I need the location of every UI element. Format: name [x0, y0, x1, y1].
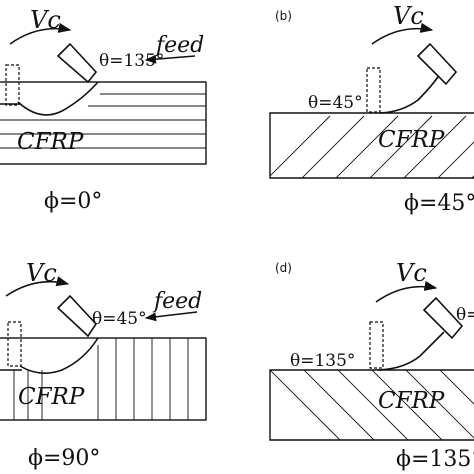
phi-label-d: ϕ=135° [396, 447, 474, 472]
vc-label-c: Vc [26, 259, 57, 287]
dashed-tool-b [366, 67, 381, 113]
workpiece-c [0, 337, 207, 421]
cutting-tool-d [422, 296, 464, 340]
chip-curve-d [377, 331, 445, 371]
panel-c: Vc θ=45° feed CFRP ϕ=90° [0, 259, 207, 471]
panel-a: Vc θ=135° feed CFRP ϕ=0° [0, 6, 207, 214]
angle-label-b: θ=45° [308, 93, 363, 113]
dashed-tool-d [369, 321, 384, 369]
dashed-tool-c [7, 321, 22, 367]
feed-arrow-a [144, 54, 196, 64]
vc-arrow-a [9, 22, 72, 45]
fiber-lines-a [0, 93, 206, 149]
vc-label-b: Vc [393, 2, 424, 30]
fiber-lines-c [13, 338, 189, 420]
feed-arrow-c [144, 311, 198, 322]
feed-label-a: feed [154, 33, 204, 58]
fiber-lines-d [270, 370, 474, 440]
panel-label-d: (d) [275, 261, 292, 275]
vc-arrow-d [375, 280, 438, 303]
cutting-tool-c [56, 294, 98, 338]
material-label-a: CFRP [17, 129, 84, 155]
cutting-tool-b [416, 42, 458, 86]
vc-label-d: Vc [396, 259, 427, 287]
chip-curve-a [17, 81, 99, 116]
vc-label-a: Vc [30, 6, 61, 34]
workpiece-d [269, 369, 474, 441]
angle-label-d-partial: θ= [456, 305, 474, 325]
vc-arrow-c [5, 276, 70, 297]
chip-curve-b [379, 73, 441, 114]
cutting-tool-a [56, 42, 98, 84]
material-label-d: CFRP [378, 388, 445, 414]
angle-label-c: θ=45° [92, 309, 147, 329]
fiber-lines-b [270, 115, 474, 178]
vc-arrow-b [371, 22, 434, 45]
feed-label-c: feed [152, 289, 202, 314]
material-label-b: CFRP [378, 127, 445, 153]
material-label-c: CFRP [18, 384, 85, 410]
workpiece-b [269, 112, 474, 179]
angle-label-d: θ=135° [290, 351, 355, 371]
workpiece-a [0, 81, 207, 165]
chip-curve-c [19, 337, 99, 374]
panel-d: (d) Vc θ=135° θ= CFRP ϕ=135° [269, 259, 474, 472]
panel-b: (b) Vc θ=45° CFRP ϕ=45° [269, 2, 474, 216]
phi-label-b: ϕ=45° [404, 191, 474, 216]
panel-label-b: (b) [275, 9, 292, 23]
phi-label-c: ϕ=90° [28, 446, 100, 471]
angle-label-a: θ=135° [99, 51, 164, 71]
phi-label-a: ϕ=0° [44, 189, 102, 214]
dashed-tool-a [5, 64, 20, 106]
